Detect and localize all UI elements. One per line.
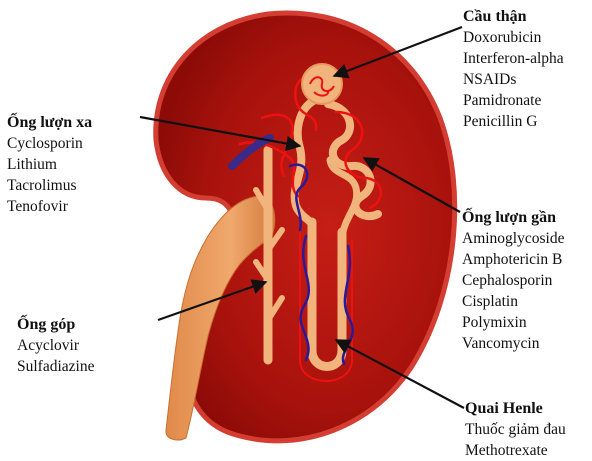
drug-item: Penicillin G <box>463 111 564 132</box>
proximal-tubule-drug-list: Aminoglycoside Amphotericin B Cephalospo… <box>462 228 564 354</box>
label-proximal-tubule: Ống lượn gần Aminoglycoside Amphotericin… <box>462 207 564 354</box>
drug-item: Cisplatin <box>462 291 564 312</box>
drug-item: Vancomycin <box>462 333 564 354</box>
distal-tubule-title: Ống lượn xa <box>7 112 92 133</box>
drug-item: Doxorubicin <box>463 27 564 48</box>
drug-item: Thuốc giảm đau <box>465 419 566 440</box>
drug-item: Tacrolimus <box>7 175 92 196</box>
label-collecting-duct: Ống góp Acyclovir Sulfadiazine <box>17 314 94 377</box>
drug-item: Interferon-alpha <box>463 48 564 69</box>
drug-item: Polymixin <box>462 312 564 333</box>
label-loop-of-henle: Quai Henle Thuốc giảm đau Methotrexate <box>465 398 566 461</box>
loop-of-henle-drug-list: Thuốc giảm đau Methotrexate <box>465 419 566 461</box>
glomerulus-title: Cầu thận <box>463 6 564 27</box>
glomerulus-drug-list: Doxorubicin Interferon-alpha NSAIDs Pami… <box>463 27 564 132</box>
distal-tubule-drug-list: Cyclosporin Lithium Tacrolimus Tenofovir <box>7 133 92 217</box>
loop-of-henle-title: Quai Henle <box>465 398 566 419</box>
drug-item: Aminoglycoside <box>462 228 564 249</box>
drug-item: NSAIDs <box>463 69 564 90</box>
label-distal-tubule: Ống lượn xa Cyclosporin Lithium Tacrolim… <box>7 112 92 217</box>
drug-item: Amphotericin B <box>462 249 564 270</box>
collecting-duct-drug-list: Acyclovir Sulfadiazine <box>17 335 94 377</box>
drug-item: Sulfadiazine <box>17 356 94 377</box>
drug-item: Tenofovir <box>7 196 92 217</box>
drug-item: Acyclovir <box>17 335 94 356</box>
drug-item: Lithium <box>7 154 92 175</box>
collecting-duct-title: Ống góp <box>17 314 94 335</box>
drug-item: Cephalosporin <box>462 270 564 291</box>
drug-item: Pamidronate <box>463 90 564 111</box>
label-glomerulus: Cầu thận Doxorubicin Interferon-alpha NS… <box>463 6 564 132</box>
glomerulus <box>302 64 342 104</box>
proximal-tubule-title: Ống lượn gần <box>462 207 564 228</box>
drug-item: Cyclosporin <box>7 133 92 154</box>
drug-item: Methotrexate <box>465 440 566 461</box>
